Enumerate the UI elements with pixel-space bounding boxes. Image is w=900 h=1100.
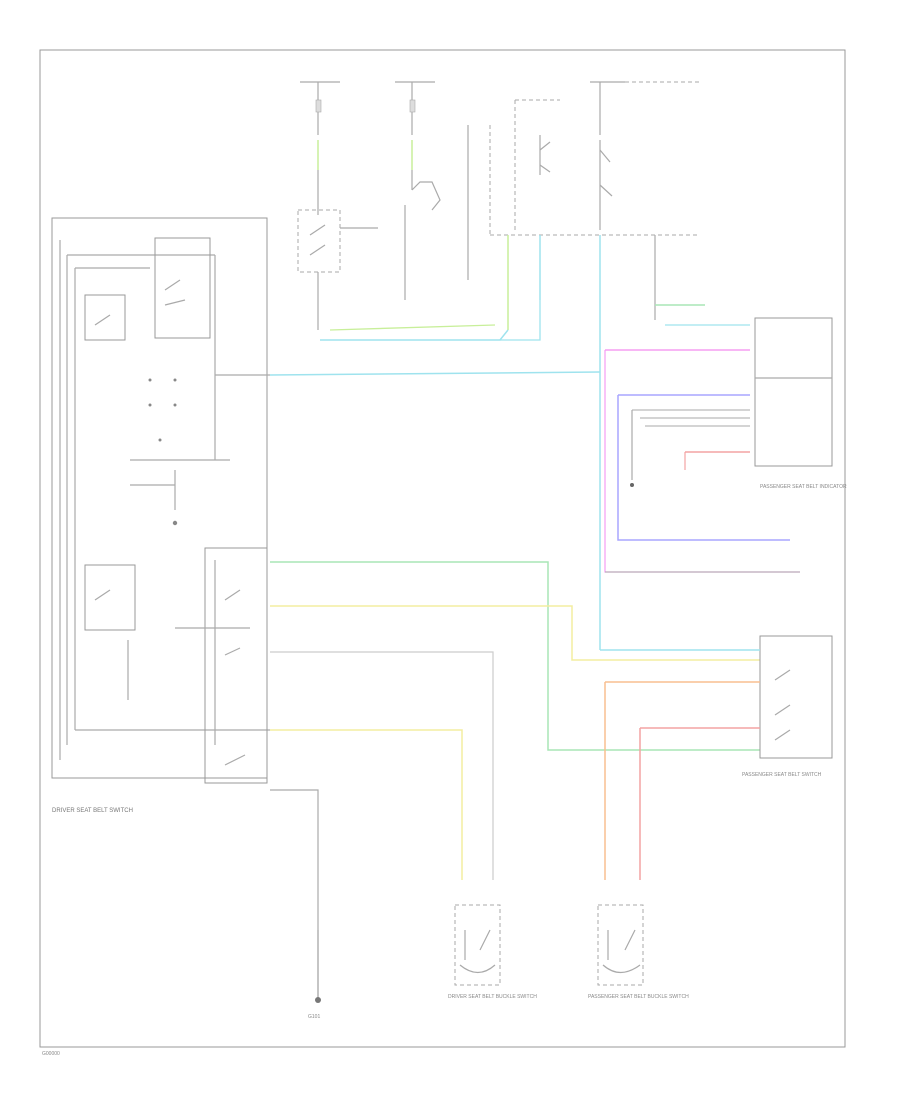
driver-buckle-label: DRIVER SEAT BELT BUCKLE SWITCH xyxy=(448,994,537,1000)
ground-label: G101 xyxy=(308,1014,320,1020)
passenger-switch-label: PASSENGER SEAT BELT SWITCH xyxy=(742,772,822,778)
ground-point xyxy=(315,930,321,1003)
figure-id: G00000 xyxy=(42,1051,60,1057)
diagram-frame xyxy=(39,49,846,1048)
passenger-indicator-label: PASSENGER SEAT BELT INDICATOR xyxy=(760,484,847,490)
passenger-buckle-label: PASSENGER SEAT BELT BUCKLE SWITCH xyxy=(588,994,689,1000)
driver-seat-belt-switch xyxy=(51,217,270,784)
driver-buckle-switch xyxy=(454,904,501,986)
passenger-buckle-switch xyxy=(597,904,644,986)
harness-wires xyxy=(269,371,760,1000)
relay-module xyxy=(297,99,700,300)
driver-switch-label: DRIVER SEAT BELT SWITCH xyxy=(52,808,133,814)
relay-output-wires xyxy=(317,235,656,650)
fuse-section xyxy=(300,81,700,230)
passenger-seat-belt-switch xyxy=(600,635,833,880)
passenger-seat-belt-indicator xyxy=(604,300,833,573)
